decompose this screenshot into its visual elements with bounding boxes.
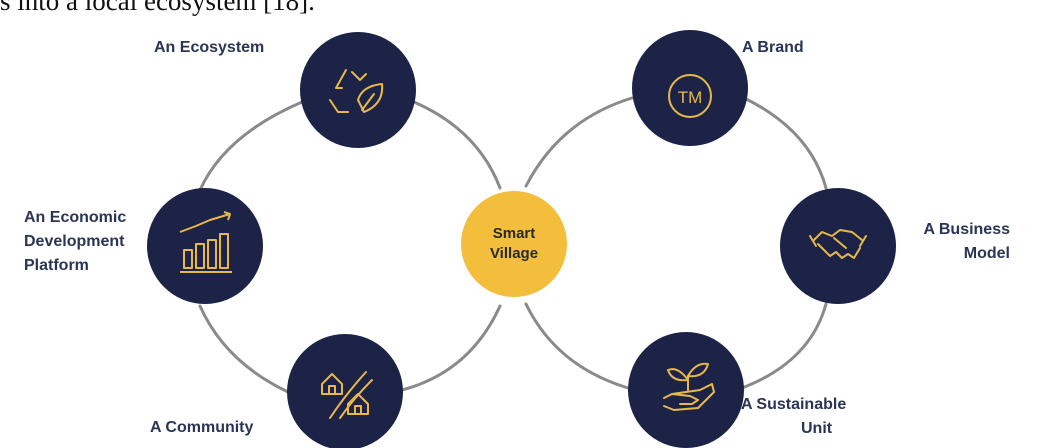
trademark-icon: TM [668,74,712,118]
label-brand-text: A Brand [742,39,804,56]
node-business [780,188,896,304]
arc-center-community [400,304,502,392]
label-business-line2: Model [963,245,1010,262]
label-economic-line1: An Economic [24,209,127,226]
node-brand: TM [632,30,748,146]
node-community [287,334,403,448]
hand-sprout-icon [663,362,715,411]
label-economic-line3: Platform [24,257,89,274]
houses-icon [321,371,373,419]
label-sustainable-line1: A Sustainable [741,396,847,413]
arc-center-brand [524,96,634,188]
node-sustainable [628,332,744,448]
arc-ecosystem-center [412,100,502,190]
label-ecosystem: An Ecosystem [154,36,264,60]
center-node-smart-village: Smart Village [461,191,567,297]
label-community-text: A Community [150,419,254,436]
label-ecosystem-text: An Ecosystem [154,39,265,56]
label-economic-line2: Development [24,233,125,250]
center-label-line1: Smart [492,225,536,242]
label-sustainable: A Sustainable Unit [741,393,846,441]
label-economic: An Economic Development Platform [24,206,126,278]
handshake-icon [809,229,867,259]
node-ecosystem [300,32,416,148]
intro-text-fragment: s into a local ecosystem [18]. [0,0,315,16]
arc-brand-business [742,96,828,190]
label-sustainable-line2: Unit [801,420,833,437]
label-brand: A Brand [742,36,804,60]
label-business-line1: A Business [923,221,1010,238]
arc-economic-community [198,304,290,394]
arc-business-sustainable [740,302,828,390]
recycle-leaf-icon [329,69,384,113]
bar-chart-growth-icon [179,211,232,273]
label-community: A Community [150,416,253,440]
arc-ecosystem-economic [198,100,304,192]
trademark-text: TM [678,88,703,107]
arc-center-sustainable [524,302,630,390]
connector-arcs [198,96,828,394]
node-economic [147,188,263,304]
center-label-line2: Village [489,245,539,262]
label-business: A Business Model [923,218,1010,266]
